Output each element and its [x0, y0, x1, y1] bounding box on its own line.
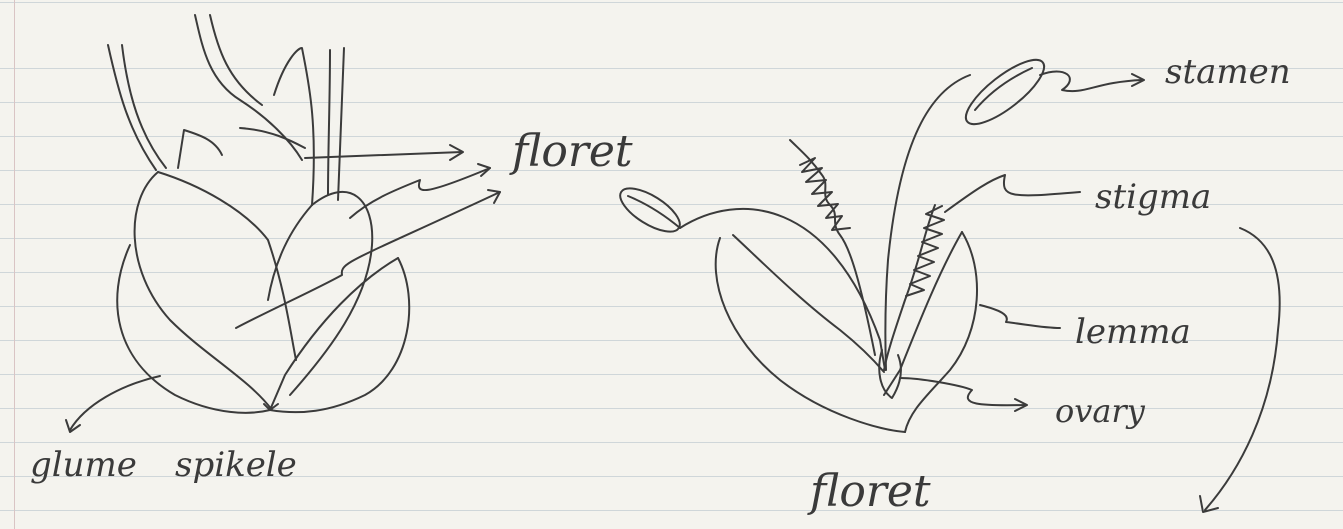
ruled-line — [0, 306, 1343, 307]
ovary-label: ovary — [1055, 392, 1145, 430]
spikelet-lemma-right — [267, 204, 313, 301]
arrowhead — [1199, 495, 1219, 513]
ruled-line — [0, 476, 1343, 477]
lemma-pointer — [979, 304, 1061, 329]
spikelet-awn — [337, 47, 345, 201]
spikelet-arrow — [235, 191, 501, 329]
filament — [884, 74, 971, 371]
stigma-label: stigma — [1095, 177, 1212, 217]
spikelet-arrow — [239, 127, 306, 149]
spikelet-base — [263, 403, 279, 411]
ruled-line — [0, 204, 1343, 205]
anther — [619, 187, 681, 233]
ruled-line — [0, 102, 1343, 103]
glume-pointer — [69, 375, 161, 431]
floret-lemma — [904, 231, 978, 433]
spikelet-inner-bract — [177, 129, 223, 169]
ruled-line — [0, 408, 1343, 409]
ruled-line — [0, 374, 1343, 375]
ruled-line — [0, 238, 1343, 239]
stamen-pointer — [1039, 70, 1143, 93]
filament — [679, 208, 886, 371]
spikelet-awn — [107, 44, 157, 171]
spikelet-glume-right — [269, 257, 411, 414]
floret-drawing — [619, 58, 1281, 513]
floret-label-bottom: floret — [810, 466, 931, 517]
floret-label-top: floret — [512, 126, 633, 177]
spikelet-arrow — [349, 167, 491, 219]
spikelet-awn — [327, 49, 331, 196]
glume-label: glume — [30, 445, 137, 485]
arrowhead — [487, 189, 501, 204]
stamen-anther — [964, 58, 1046, 126]
spikelet-awn — [209, 14, 263, 106]
ruled-line — [0, 510, 1343, 511]
floret-ovary — [878, 349, 902, 399]
spikelet-lemma-left — [157, 171, 297, 361]
arrowhead — [65, 419, 81, 433]
ruled-line — [0, 442, 1343, 443]
ruled-line — [0, 170, 1343, 171]
arrowhead — [477, 163, 491, 177]
floret-lemma — [883, 231, 963, 396]
spikelet-label: spikele — [175, 445, 297, 485]
anther-slit — [627, 195, 681, 229]
spikelet-lemma-left — [133, 171, 273, 411]
arrowhead — [449, 144, 464, 161]
ruled-line — [0, 340, 1343, 341]
spikelet-awn — [121, 44, 167, 169]
ruled-line — [0, 272, 1343, 273]
spikelet-lemma-right — [289, 191, 374, 396]
lemma-label: lemma — [1075, 312, 1191, 352]
ovary-pointer — [899, 377, 1026, 407]
spikelet-drawing — [65, 14, 501, 433]
stigma-hairs — [799, 157, 851, 231]
stigma-long-pointer — [1204, 227, 1281, 511]
stamen-label: stamen — [1165, 52, 1291, 92]
ruled-line — [0, 2, 1343, 3]
arrowhead — [1014, 398, 1028, 412]
ruled-line — [0, 136, 1343, 137]
ruled-line — [0, 68, 1343, 69]
spikelet-glume-right — [269, 257, 399, 411]
spikelet-awn — [273, 47, 315, 206]
spikelet-arrow — [304, 151, 463, 159]
floret-palea — [714, 237, 906, 433]
floret-palea — [732, 234, 885, 373]
spikelet-glume-left — [116, 244, 271, 414]
stigma-hairs — [905, 205, 945, 297]
arrowhead — [1131, 73, 1145, 87]
stamen-anther-slit — [974, 67, 1033, 111]
stigma-pointer — [944, 174, 1081, 213]
margin-line — [14, 0, 15, 529]
